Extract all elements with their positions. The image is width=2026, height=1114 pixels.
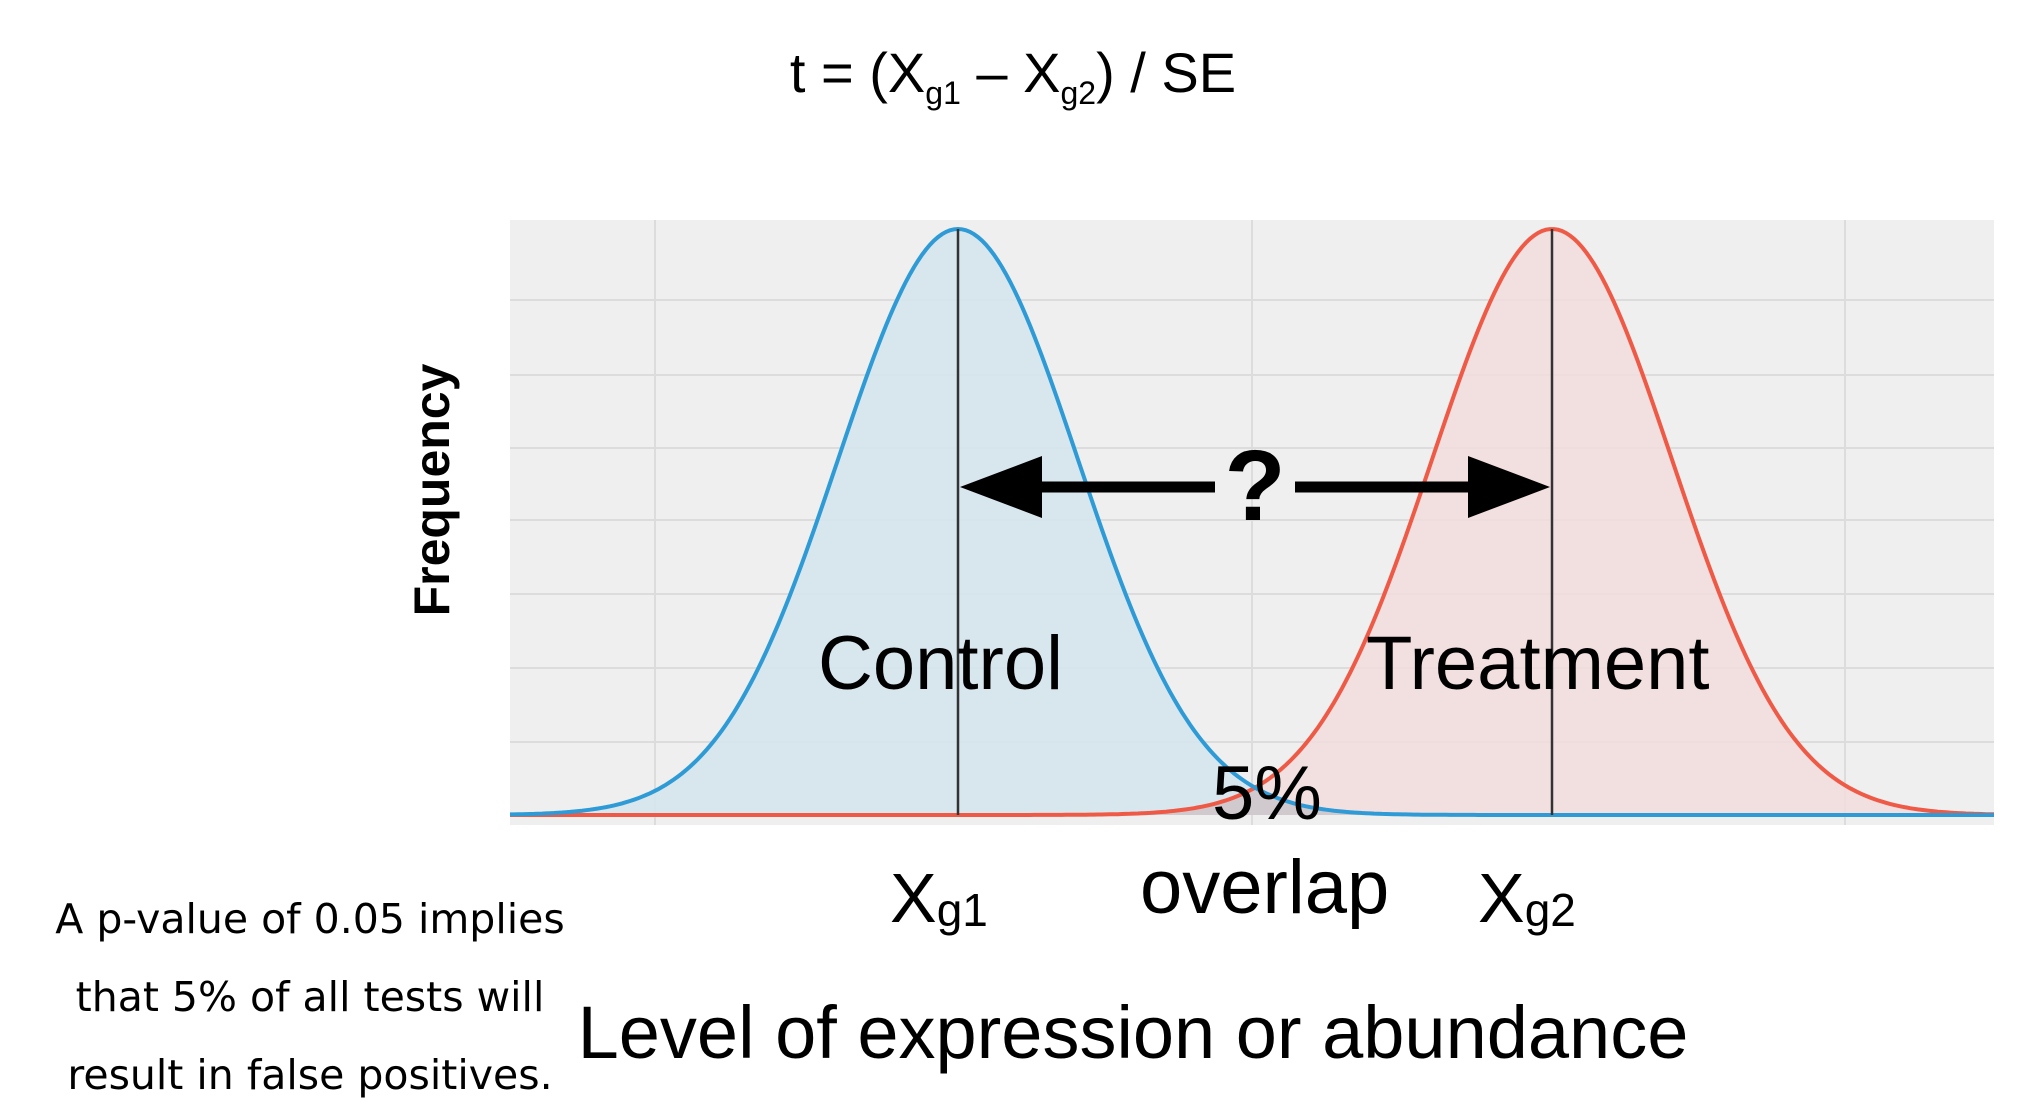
formula-minus: – X <box>960 41 1061 104</box>
arrowhead-right <box>1468 456 1550 518</box>
mean-g2-sub: g2 <box>1524 884 1576 936</box>
formula-prefix: t = (X <box>789 41 926 104</box>
overlap-percent: 5% <box>1212 751 1322 836</box>
mean-g1-base: X <box>890 859 937 937</box>
t-statistic-formula: t = (Xg1 – Xg2) / SE <box>0 40 2026 112</box>
arrowhead-left <box>960 456 1042 518</box>
question-mark: ? <box>1224 430 1285 542</box>
mean-g2-base: X <box>1478 859 1525 937</box>
overlap-area <box>1080 788 1430 815</box>
control-distribution-fill <box>510 229 1994 815</box>
mean-g1-sub: g1 <box>936 884 988 936</box>
treatment-distribution-fill <box>510 229 1994 816</box>
y-axis-label: Frequency <box>404 363 460 617</box>
difference-arrow <box>960 456 1550 518</box>
formula-suffix: ) / SE <box>1096 41 1237 104</box>
control-distribution-curve <box>510 226 1994 817</box>
control-label: Control <box>818 621 1063 706</box>
treatment-distribution-curve <box>510 227 1994 817</box>
p-value-note: A p-value of 0.05 implies that 5% of all… <box>55 895 565 1099</box>
formula-sub-g2: g2 <box>1060 75 1097 111</box>
mean-g1-label: Xg1 <box>890 858 988 938</box>
formula-sub-g1: g1 <box>925 75 961 111</box>
x-axis-label: Level of expression or abundance <box>577 991 1689 1074</box>
mean-g2-label: Xg2 <box>1478 858 1576 938</box>
overlap-label: overlap <box>1140 845 1390 930</box>
treatment-label: Treatment <box>1366 621 1710 706</box>
